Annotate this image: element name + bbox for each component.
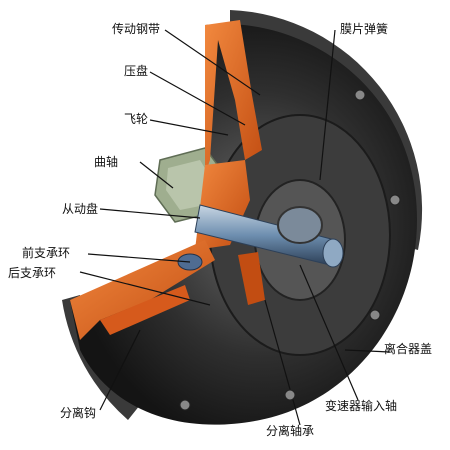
- label-input-shaft: 变速器输入轴: [325, 399, 398, 413]
- release-bearing: [277, 206, 323, 244]
- label-front-support-ring: 前支承环: [22, 246, 71, 260]
- label-diaphragm-spring: 膜片弹簧: [340, 22, 389, 36]
- label-clutch-cover: 离合器盖: [384, 342, 433, 356]
- label-flywheel: 飞轮: [124, 112, 149, 126]
- label-driven-disc: 从动盘: [62, 202, 99, 216]
- label-belt: 传动钢带: [112, 22, 161, 36]
- label-release-lever: 分离钩: [60, 406, 97, 420]
- cover-bolts: [179, 89, 401, 411]
- transmission-input-shaft: [194, 204, 344, 268]
- label-pressure-plate: 压盘: [124, 64, 149, 78]
- label-rear-support-ring: 后支承环: [8, 266, 57, 280]
- label-release-bearing: 分离轴承: [266, 424, 315, 438]
- leader-lines: [79, 29, 391, 426]
- label-crankshaft: 曲轴: [94, 155, 119, 169]
